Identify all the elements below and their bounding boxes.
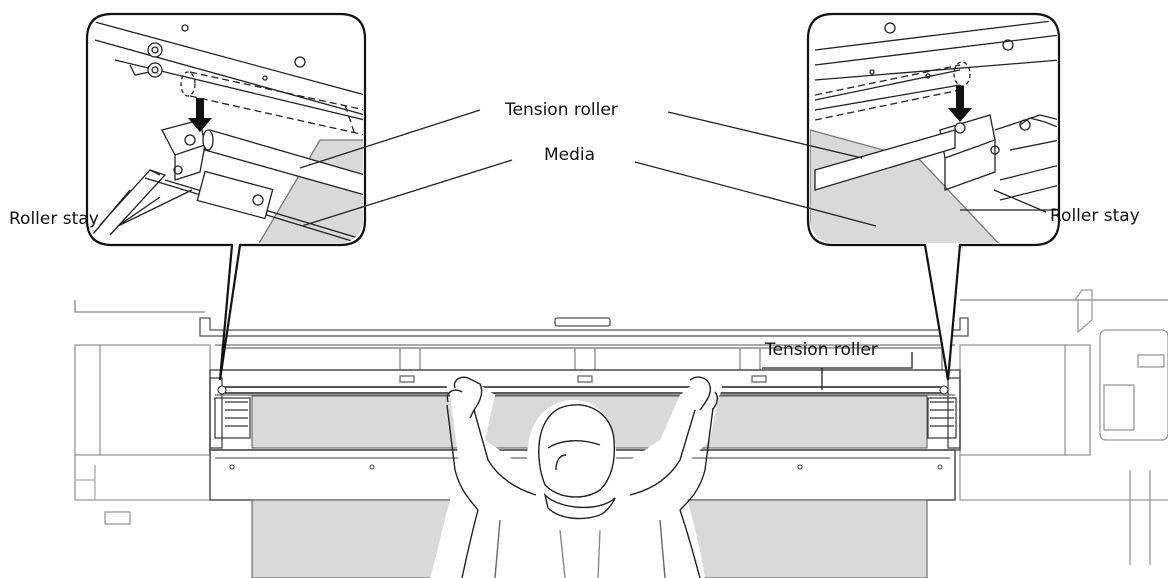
printer-body [74, 289, 1168, 565]
tension-roller-main-label: Tension roller [764, 340, 878, 360]
right-callout-detail [810, 19, 1057, 243]
tension-roller-callout-label: Tension roller [504, 100, 618, 120]
roller-stay-left-label: Roller stay [9, 209, 99, 229]
roller-stay-right-label: Roller stay [1050, 206, 1140, 226]
operator-figure [430, 375, 722, 578]
carriage-details [214, 397, 957, 439]
media-callout-label: Media [544, 145, 595, 165]
leader-lines [117, 109, 1047, 390]
down-arrow-icon [948, 86, 972, 122]
tension-roller-bar [217, 385, 949, 395]
down-arrow-icon [188, 98, 212, 132]
left-callout-detail [89, 21, 363, 243]
